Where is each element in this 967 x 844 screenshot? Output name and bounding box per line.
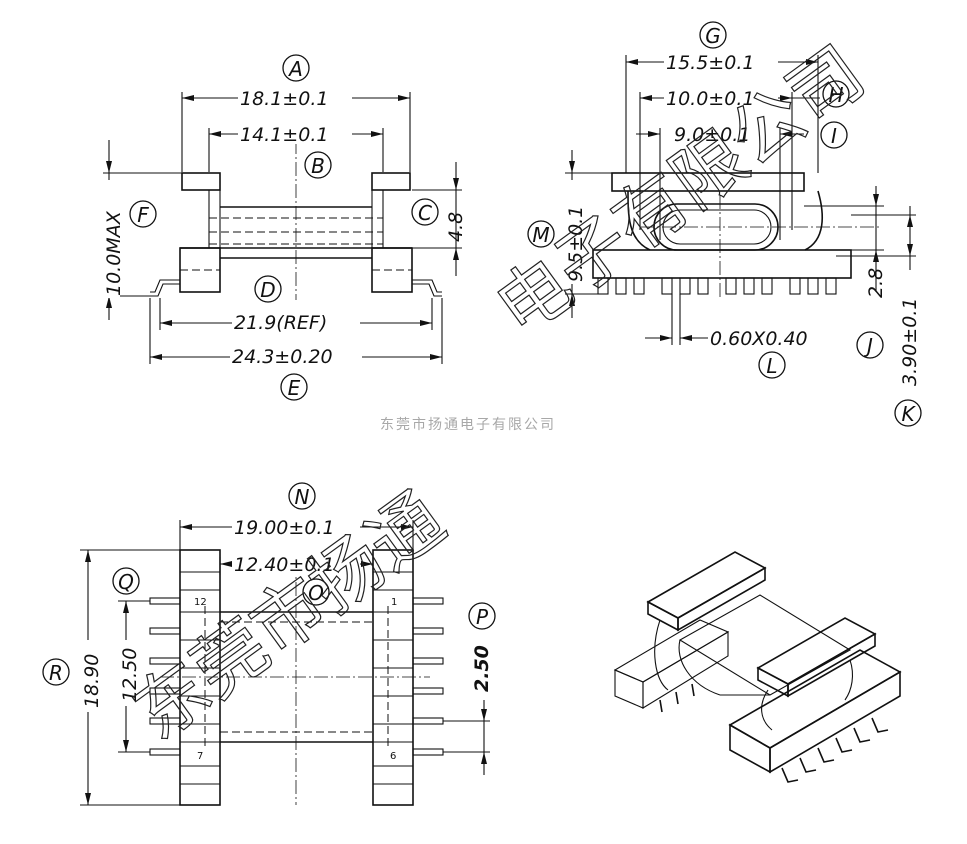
watermark-small: 东莞市扬通电子有限公司: [380, 416, 556, 433]
label-f: F: [137, 203, 149, 227]
dim-h-value: 10.0±0.1: [666, 88, 754, 110]
dim-c-value: 4.8: [445, 212, 467, 242]
dim-n-value: 19.00±0.1: [234, 517, 335, 539]
label-a: A: [287, 57, 303, 81]
dim-a-value: 18.1±0.1: [240, 88, 328, 110]
label-e: E: [288, 376, 301, 400]
dim-q-value: 12.50: [119, 648, 141, 702]
label-r: R: [49, 661, 63, 685]
label-m: M: [532, 223, 549, 247]
label-l: L: [766, 354, 777, 378]
pin-1-label: 1: [391, 597, 397, 608]
label-b: B: [311, 154, 325, 178]
label-d: D: [260, 278, 275, 302]
label-g: G: [705, 24, 721, 48]
pin-7-label: 7: [197, 751, 203, 762]
isometric-view: [613, 551, 902, 783]
label-c: C: [418, 201, 432, 225]
dim-r-value: 18.90: [81, 654, 103, 708]
pin-6-label: 6: [390, 751, 396, 762]
dim-o-value: 12.40±0.1: [234, 554, 335, 576]
dim-i-value: 9.0±0.1: [674, 124, 750, 146]
label-n: N: [295, 485, 310, 509]
label-q: Q: [118, 570, 134, 594]
label-k: K: [901, 402, 916, 426]
iso-pins: [781, 717, 889, 783]
label-h: H: [828, 83, 843, 107]
dim-k-value: 3.90±0.1: [899, 298, 921, 386]
dim-p-value: 2.50: [471, 645, 493, 692]
dim-g-value: 15.5±0.1: [666, 52, 754, 74]
label-p: P: [476, 605, 489, 629]
dim-b-value: 14.1±0.1: [240, 124, 328, 146]
dim-f-value: 10.0MAX: [103, 210, 125, 296]
pad-divisions: [180, 571, 413, 785]
front-view: 18.1±0.1 A 14.1±0.1 B 4.8 C 10.0MAX F: [98, 54, 467, 401]
dim-d-value: 21.9(REF): [234, 312, 327, 334]
dim-m-value: 9.5±0.1: [565, 206, 587, 282]
dim-e-value: 24.3±0.20: [232, 346, 333, 368]
side-view: 15.5±0.1 G 10.0±0.1 H 9.0±0.1 I 9.5±0.1: [527, 21, 922, 427]
pin-12-label: 12: [194, 597, 207, 608]
top-view: 12 1 7 6 19.00±0.1 N 12.40±0.1 O 2.50: [42, 482, 496, 806]
dim-j-value: 2.8: [865, 268, 887, 298]
label-o: O: [308, 581, 324, 605]
side-pins: [597, 277, 837, 295]
dim-l-value: 0.60X0.40: [710, 328, 808, 350]
label-j: J: [863, 334, 873, 358]
pins-right: [412, 597, 444, 756]
label-i: I: [831, 124, 837, 148]
